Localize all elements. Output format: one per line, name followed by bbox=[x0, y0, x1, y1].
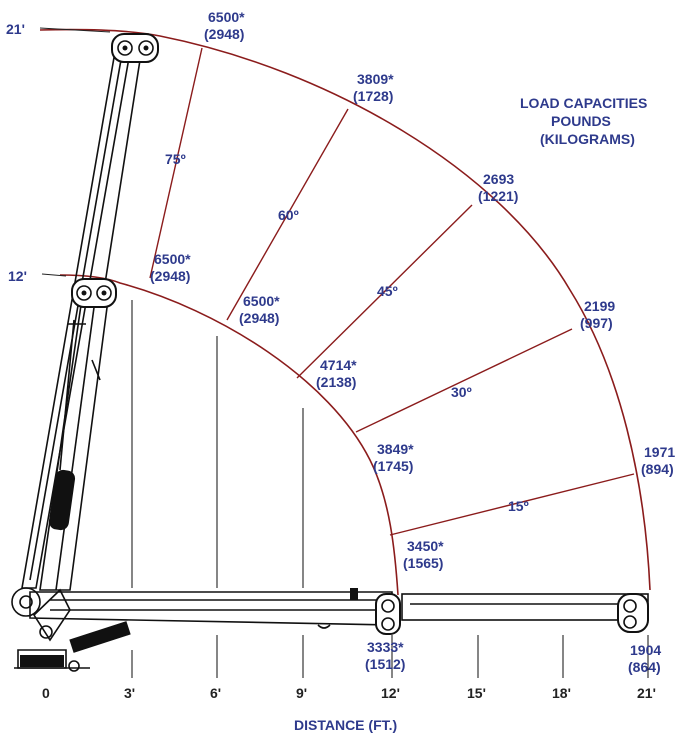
outer-cap-30-kg: (997) bbox=[580, 315, 613, 331]
inner-cap-15-kg: (1565) bbox=[403, 555, 443, 571]
inner-cap-45-kg: (2138) bbox=[316, 374, 356, 390]
inner-cap-60-lbs: 6500* bbox=[243, 293, 280, 309]
sheave-mid bbox=[71, 278, 117, 308]
height-label-21: 21' bbox=[6, 21, 25, 37]
legend-line3: (KILOGRAMS) bbox=[540, 131, 635, 147]
angle-label-60: 60º bbox=[278, 207, 299, 223]
x-axis-title: DISTANCE (FT.) bbox=[294, 717, 397, 733]
inner-cap-30-kg: (1745) bbox=[373, 458, 413, 474]
x-tick-18: 18' bbox=[552, 685, 571, 701]
x-tick-15: 15' bbox=[467, 685, 486, 701]
outer-cap-0-kg: (864) bbox=[628, 659, 661, 675]
height-21-tick bbox=[39, 27, 111, 33]
inner-cap-90-lbs: 6500* bbox=[154, 251, 191, 267]
outer-cap-30-lbs: 2199 bbox=[584, 298, 615, 314]
x-tick-6: 6' bbox=[210, 685, 221, 701]
height-label-12: 12' bbox=[8, 268, 27, 284]
x-tick-3: 3' bbox=[124, 685, 135, 701]
outer-cap-60-lbs: 3809* bbox=[357, 71, 394, 87]
height-12-tick bbox=[41, 273, 67, 277]
ray-60 bbox=[226, 108, 349, 321]
ray-75 bbox=[149, 47, 203, 279]
inner-cap-15-lbs: 3450* bbox=[407, 538, 444, 554]
angle-label-30: 30º bbox=[451, 384, 472, 400]
ray-45 bbox=[296, 204, 473, 379]
legend-line2: POUNDS bbox=[551, 113, 611, 129]
inner-cap-0-kg: (1512) bbox=[365, 656, 405, 672]
sheave-21ft bbox=[617, 593, 649, 633]
angle-label-75: 75º bbox=[165, 151, 186, 167]
sheave-top bbox=[111, 33, 159, 63]
ray-15 bbox=[389, 473, 635, 536]
angle-label-45: 45º bbox=[377, 283, 398, 299]
outer-cap-75-kg: (2948) bbox=[204, 26, 244, 42]
inner-cap-90-kg: (2948) bbox=[150, 268, 190, 284]
outer-cap-60-kg: (1728) bbox=[353, 88, 393, 104]
legend-line1: LOAD CAPACITIES bbox=[520, 95, 647, 111]
outer-cap-15-kg: (894) bbox=[641, 461, 674, 477]
outer-cap-45-kg: (1221) bbox=[478, 188, 518, 204]
outer-cap-15-lbs: 1971 bbox=[644, 444, 675, 460]
ray-30 bbox=[355, 328, 573, 433]
sheave-12ft bbox=[375, 593, 401, 635]
outer-cap-0-lbs: 1904 bbox=[630, 642, 661, 658]
outer-cap-75-lbs: 6500* bbox=[208, 9, 245, 25]
x-tick-0: 0 bbox=[42, 685, 50, 701]
inner-cap-30-lbs: 3849* bbox=[377, 441, 414, 457]
angle-label-15: 15º bbox=[508, 498, 529, 514]
x-tick-21: 21' bbox=[637, 685, 656, 701]
inner-cap-60-kg: (2948) bbox=[239, 310, 279, 326]
x-tick-12: 12' bbox=[381, 685, 400, 701]
x-tick-9: 9' bbox=[296, 685, 307, 701]
inner-cap-0-lbs: 3333* bbox=[367, 639, 404, 655]
inner-capacity-arc bbox=[59, 274, 399, 596]
crane-drawing bbox=[11, 33, 649, 672]
outer-cap-45-lbs: 2693 bbox=[483, 171, 514, 187]
inner-cap-45-lbs: 4714* bbox=[320, 357, 357, 373]
